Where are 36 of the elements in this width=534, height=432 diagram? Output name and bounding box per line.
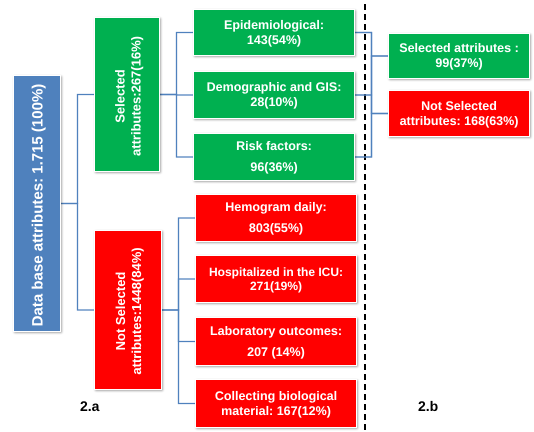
category-box xyxy=(94,17,160,172)
node-label: Data base attributes: 1.715 (100%) xyxy=(29,83,47,326)
attribute-box xyxy=(195,317,357,366)
node-label: 271(19%) xyxy=(248,279,304,294)
node-label: 143(54%) xyxy=(246,32,302,48)
attribute-box xyxy=(193,71,355,119)
node-label: Not Selected attributes: 168(63%) xyxy=(398,98,520,128)
attribute-box xyxy=(193,133,355,181)
node-label: Risk factors: xyxy=(235,139,313,154)
category-box xyxy=(94,230,162,390)
connector-line xyxy=(162,309,195,404)
attribute-box xyxy=(195,255,357,303)
node-label: Hospitalized in the ICU: xyxy=(208,264,344,279)
node-label: Laboratory outcomes: xyxy=(209,324,343,338)
panel-label: 2.b xyxy=(418,398,438,414)
attribute-box xyxy=(193,9,355,56)
connector-line xyxy=(160,94,193,158)
connector-line xyxy=(355,112,388,158)
node-label: 207 (14%) xyxy=(246,344,306,360)
root-box xyxy=(13,75,61,332)
node-label: Selected attributes:267(16%) xyxy=(112,34,144,158)
node-label: Demographic and GIS: xyxy=(206,80,342,95)
node-label: 28(10%) xyxy=(249,95,299,110)
node-label: Epidemiological: xyxy=(222,18,325,32)
node-label: 803(55%) xyxy=(248,221,304,236)
connector-line xyxy=(61,202,94,311)
result-box xyxy=(388,33,530,79)
panel-label: 2.a xyxy=(80,398,100,414)
node-label: Hemogram daily: xyxy=(224,200,328,215)
node-label: Not Selected attributes:1448(84%) xyxy=(113,246,145,377)
node-label: 96(36%) xyxy=(249,160,299,175)
result-box xyxy=(388,90,530,137)
attribute-box xyxy=(195,379,357,428)
node-label: Selected attributes : 99(37%) xyxy=(398,41,520,71)
attribute-box xyxy=(195,194,357,242)
node-label: Collecting biological material: 167(12%) xyxy=(214,388,338,418)
